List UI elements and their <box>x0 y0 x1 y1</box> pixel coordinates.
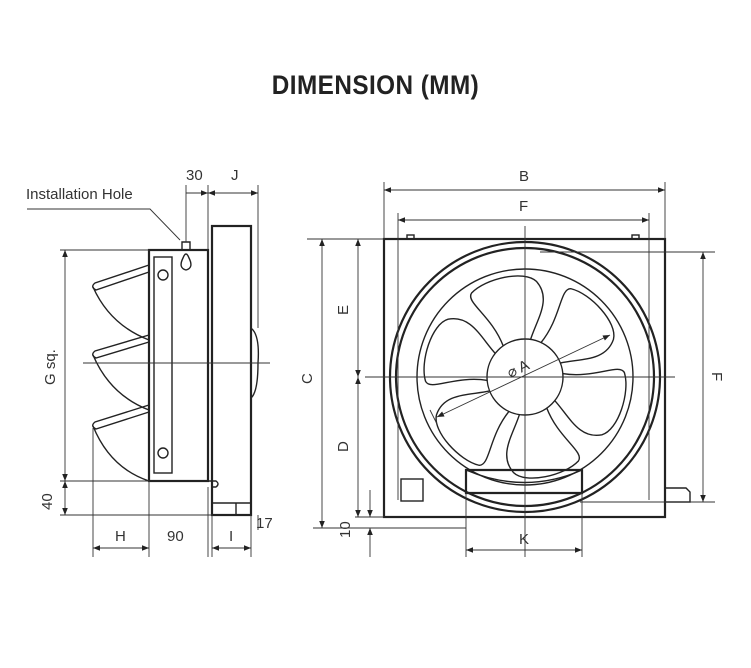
indicator-square <box>400 478 424 502</box>
dim-10-label: 10 <box>337 521 354 538</box>
mounting-slot <box>153 256 173 474</box>
screw-hole-top <box>157 269 169 281</box>
dim-30-label: 30 <box>186 167 203 184</box>
screw-hole-bottom <box>157 447 169 459</box>
dim-H-label: H <box>115 528 126 545</box>
dim-17-label: 17 <box>256 515 273 532</box>
fan-blade <box>540 288 615 364</box>
fan-blade <box>469 275 544 347</box>
louver-blades <box>92 264 150 482</box>
side-tab <box>665 487 691 503</box>
dim-B-label: B <box>519 168 529 185</box>
dim-J-label: J <box>231 167 239 184</box>
page-title: DIMENSION (MM) <box>271 70 480 100</box>
fan-blade <box>435 390 510 466</box>
dim-D-label: D <box>335 441 352 452</box>
dim-I-label: I <box>229 528 233 545</box>
front-panel <box>210 224 253 517</box>
dim-C-label: C <box>299 373 316 384</box>
fan-blade <box>506 407 581 479</box>
installation-hole-keyhole <box>180 241 192 271</box>
fan-blade <box>554 368 627 436</box>
bottom-tray <box>464 468 584 495</box>
dim-A-label: ⌀ A <box>505 357 532 382</box>
housing-frame <box>382 237 667 519</box>
fan-blade <box>423 318 496 386</box>
dim-40-label: 40 <box>39 493 56 510</box>
dim-G-label: G sq. <box>42 349 59 385</box>
side-view: Installation Hole 30 J G sq. 40 H 90 I 1… <box>26 167 273 557</box>
dim-F-top-label: F <box>519 198 528 215</box>
installation-hole-label: Installation Hole <box>26 186 133 203</box>
dim-90-label: 90 <box>167 528 184 545</box>
dim-F-right-label: F <box>708 372 725 381</box>
front-view: ⌀ A B F C E D 10 F K <box>299 168 725 557</box>
fan-body <box>147 248 210 483</box>
dim-K-label: K <box>519 531 529 548</box>
dim-E-label: E <box>335 305 352 315</box>
